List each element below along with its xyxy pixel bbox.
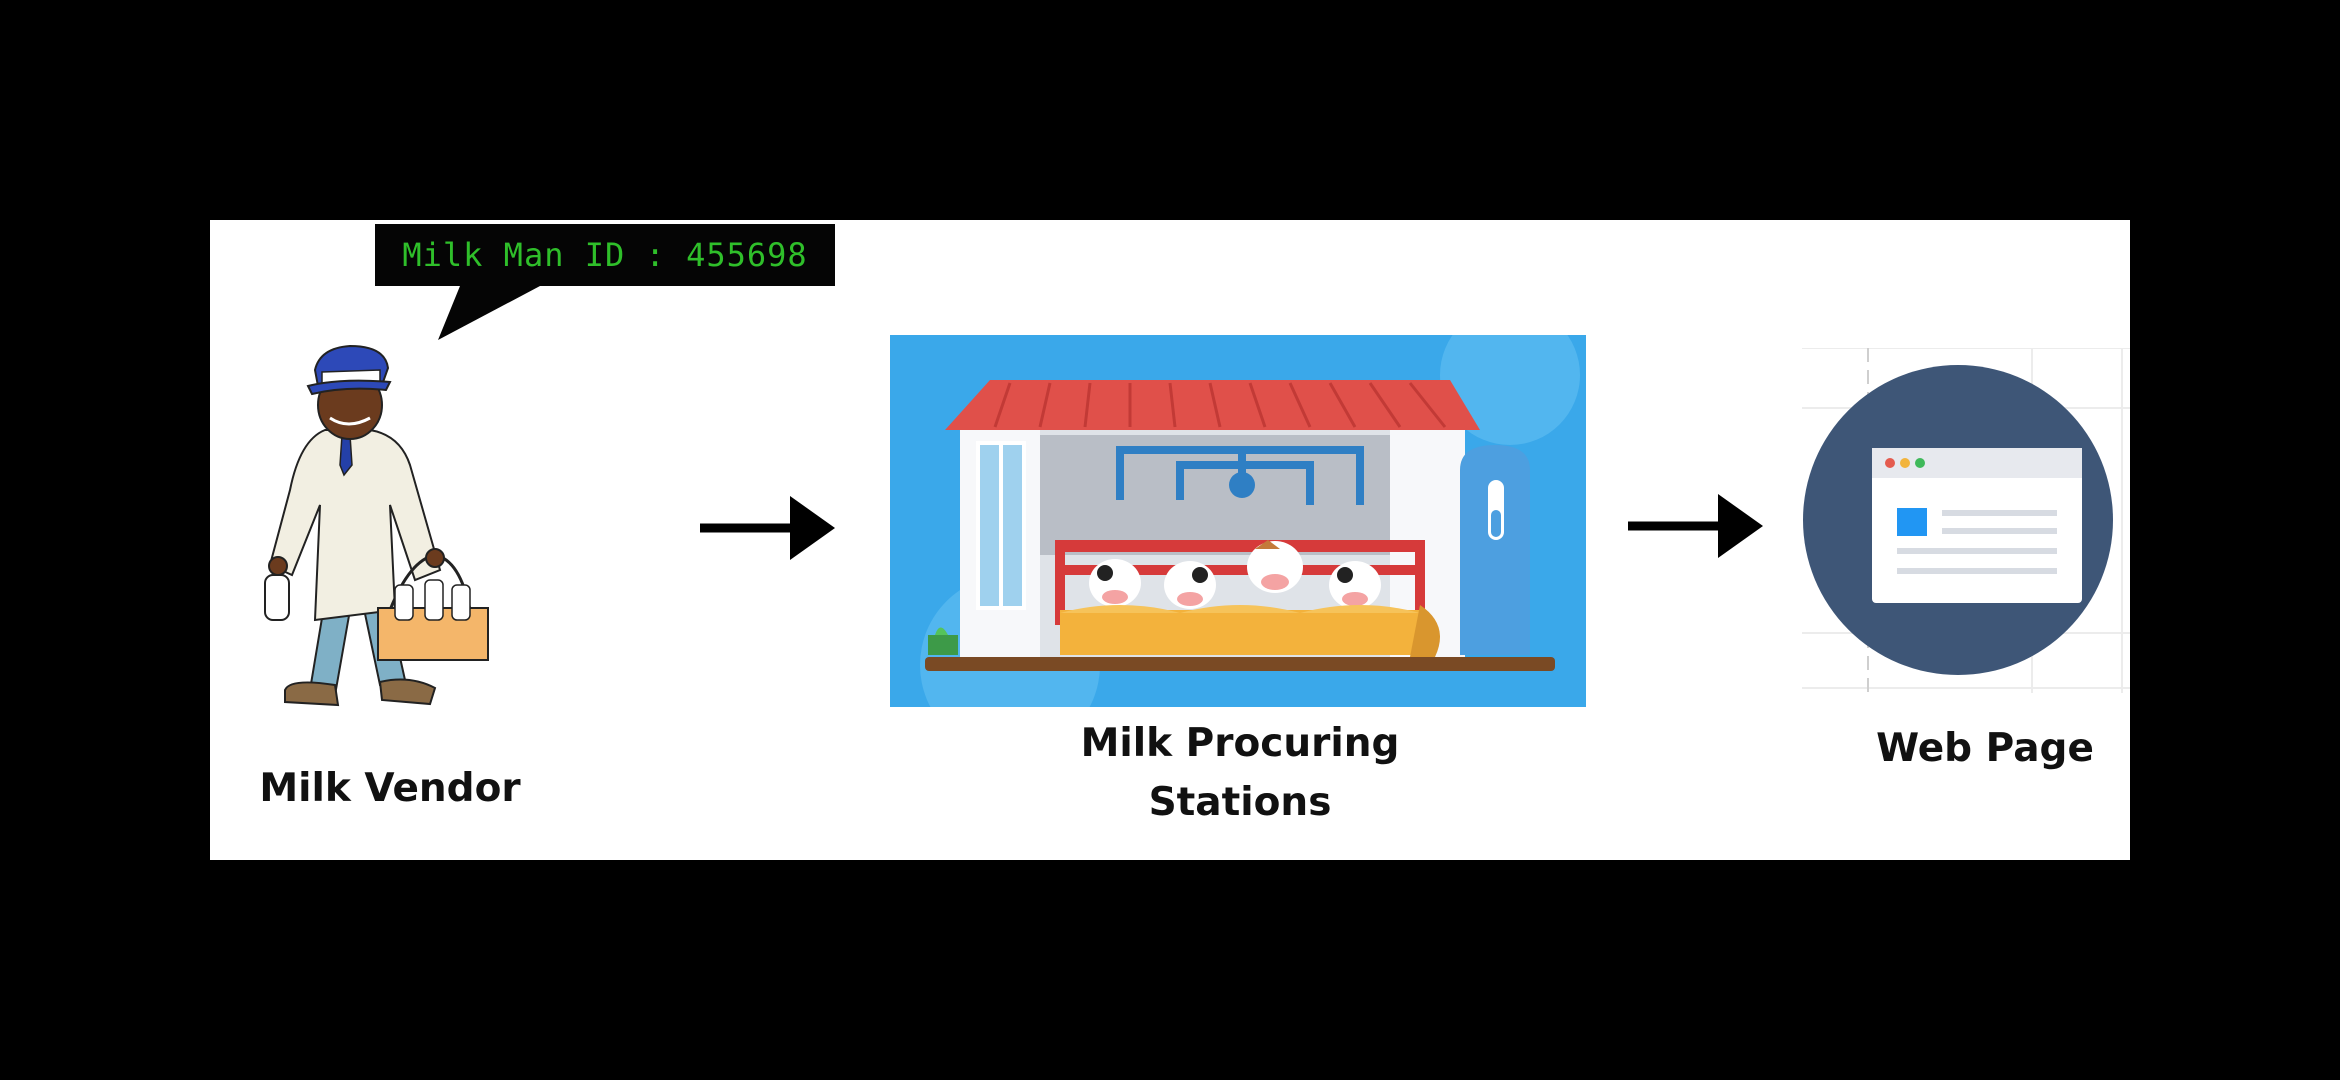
web-page-icon bbox=[1802, 347, 2130, 693]
milkman-icon bbox=[264, 344, 489, 707]
diagram-panel: Milk Man ID : 455698 bbox=[210, 220, 2130, 860]
speech-bubble-box: Milk Man ID : 455698 bbox=[375, 224, 835, 286]
cow-icon bbox=[1089, 559, 1141, 607]
speech-bubble-tail bbox=[438, 286, 540, 340]
arrow-station-to-webpage bbox=[1628, 494, 1763, 558]
milk-vendor-node bbox=[230, 290, 560, 730]
milk-vendor-label: Milk Vendor bbox=[259, 766, 521, 811]
milk-procuring-stations-label: Milk Procuring Stations bbox=[980, 715, 1500, 832]
milk-procuring-stations-label-line1: Milk Procuring bbox=[1080, 721, 1400, 766]
cow-farm-icon bbox=[890, 305, 1586, 755]
speech-bubble: Milk Man ID : 455698 bbox=[210, 220, 910, 360]
milk-procuring-stations-node bbox=[890, 305, 1586, 755]
web-page-node bbox=[1802, 347, 2130, 693]
milk-procuring-stations-label-line2: Stations bbox=[1148, 779, 1332, 825]
arrow-vendor-to-station bbox=[700, 496, 835, 560]
web-page-label: Web Page bbox=[1876, 726, 2094, 771]
milk-man-id-text: Milk Man ID : 455698 bbox=[402, 236, 808, 274]
